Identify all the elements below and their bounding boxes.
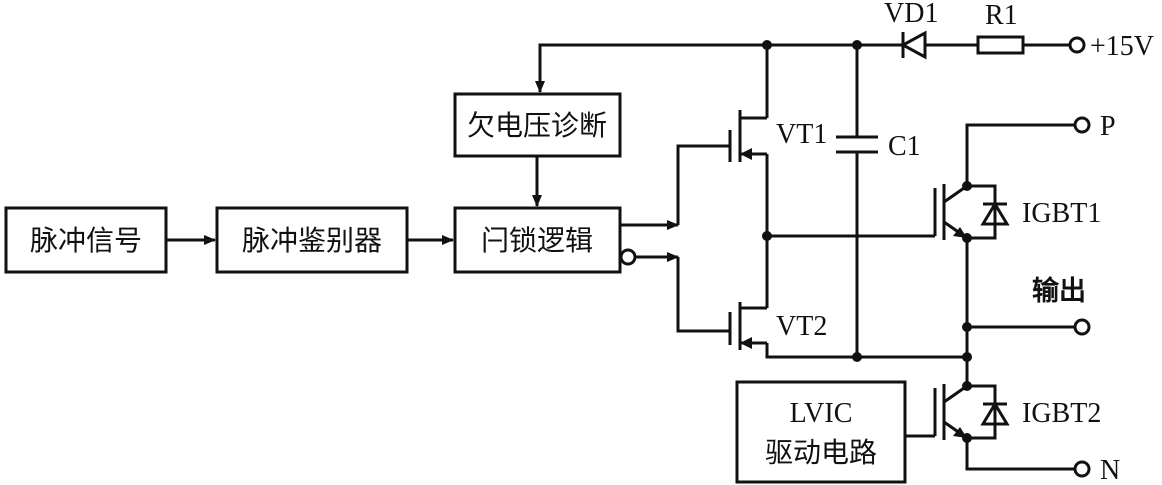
- pulse-signal-label: 脉冲信号: [30, 224, 142, 257]
- supply-terminal: [1068, 36, 1086, 54]
- pulse-signal-block: 脉冲信号: [4, 206, 168, 274]
- vd1-diode: VD1: [884, 0, 938, 60]
- junction-dot: [962, 181, 972, 191]
- igbt2-label: IGBT2: [1022, 398, 1101, 429]
- igbt2-transistor: IGBT2: [933, 384, 1101, 440]
- r1-resistor: R1: [976, 0, 1025, 55]
- junction-dot: [962, 322, 972, 332]
- vt1-gate-wire: [676, 144, 730, 225]
- junction-dot: [962, 352, 972, 362]
- vt1-label: VT1: [776, 119, 827, 150]
- junction-dot: [762, 40, 772, 50]
- igbt1-transistor: IGBT1: [933, 184, 1101, 240]
- r1-label: R1: [985, 0, 1018, 31]
- undervoltage-diagnosis-label: 欠电压诊断: [467, 109, 607, 142]
- output-terminal: [1073, 318, 1091, 336]
- supply-label: +15V: [1090, 31, 1154, 62]
- vt2-transistor: VT2: [728, 302, 827, 350]
- vt1-transistor: VT1: [728, 110, 827, 162]
- junction-dot: [852, 40, 862, 50]
- vd1-label: VD1: [884, 0, 938, 29]
- p-label: P: [1100, 111, 1116, 142]
- p-terminal: [1073, 116, 1091, 134]
- n-label: N: [1100, 455, 1120, 485]
- output-label: 输出: [1032, 275, 1086, 307]
- inverted-output-bubble: [619, 248, 637, 266]
- lvic-label: LVIC: [790, 398, 853, 429]
- vt2-gate-wire: [676, 257, 730, 333]
- pulse-discriminator-block: 脉冲鉴别器: [215, 206, 409, 274]
- latch-logic-block: 闩锁逻辑: [453, 206, 622, 274]
- arrow-supply-to-diag: [535, 43, 767, 93]
- pulse-discriminator-label: 脉冲鉴别器: [242, 224, 382, 257]
- junction-dot: [962, 381, 972, 391]
- junction-dot: [962, 233, 972, 243]
- junction-dot: [852, 352, 862, 362]
- c1-label: C1: [888, 131, 921, 162]
- igbt1-label: IGBT1: [1022, 198, 1101, 229]
- n-terminal: [1073, 460, 1091, 478]
- undervoltage-diagnosis-block: 欠电压诊断: [453, 92, 622, 158]
- c1-capacitor: C1: [836, 45, 921, 357]
- driver-circuit-label: 驱动电路: [765, 436, 877, 469]
- junction-dot: [762, 231, 772, 241]
- vt2-label: VT2: [776, 311, 827, 342]
- junction-dot: [962, 433, 972, 443]
- vt2-source-wire: [765, 343, 967, 359]
- lvic-driver-block: LVIC 驱动电路: [735, 380, 907, 484]
- n-rail: [965, 438, 1075, 471]
- p-rail: [965, 123, 1075, 186]
- latch-logic-label: 闩锁逻辑: [481, 224, 593, 257]
